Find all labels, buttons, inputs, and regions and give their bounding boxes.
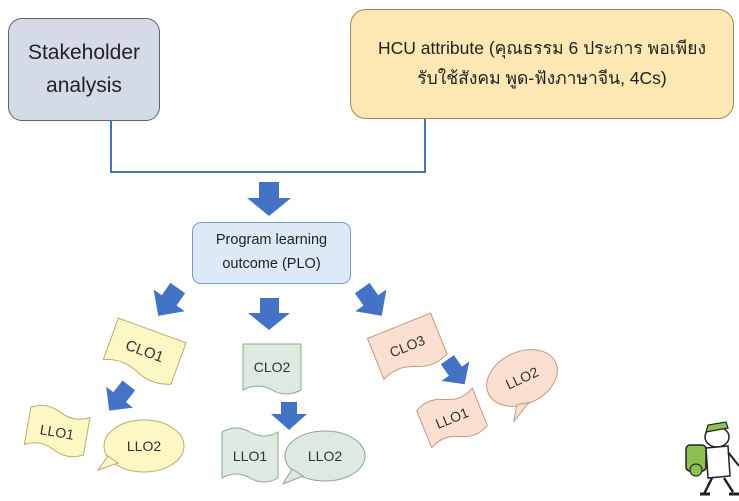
- clo3-llo1-card: LLO1: [416, 387, 488, 449]
- hcu-line1: HCU attribute (คุณธรรม 6 ประการ พอเพียง: [377, 38, 707, 59]
- clo1-card: CLO1: [102, 317, 187, 385]
- clo3-llo2-bubble: LLO2: [486, 349, 558, 422]
- arrow-to-clo1: [153, 282, 186, 316]
- arrow-to-clo3: [354, 282, 387, 316]
- stakeholder-line1: Stakeholder: [27, 40, 141, 64]
- arrow-down-to-plo: [247, 182, 291, 216]
- stakeholder-analysis-box: Stakeholder analysis: [8, 18, 160, 121]
- clo2-label: CLO2: [254, 359, 291, 375]
- arrow-to-clo2: [248, 298, 290, 330]
- clo3-card: CLO3: [366, 312, 448, 381]
- hcu-line2: รับใช้สังคม พูด-ฟังภาษาจีน, 4Cs): [417, 68, 667, 88]
- hiker-mascot-icon: [685, 421, 739, 496]
- clo1-llo2-bubble: LLO2: [96, 419, 185, 473]
- arrow-clo1-to-llo: [106, 380, 136, 411]
- clo2-llo2-bubble: LLO2: [281, 430, 366, 486]
- clo2-llo1-card: LLO1: [221, 427, 279, 483]
- plo-line2: outcome (PLO): [222, 256, 321, 272]
- arrow-clo2-to-llo: [271, 402, 307, 430]
- connector-line: [110, 119, 426, 173]
- stakeholder-line2: analysis: [46, 73, 122, 97]
- clo2-llo2-label: LLO2: [308, 448, 342, 464]
- clo2-card: CLO2: [242, 343, 302, 395]
- clo1-llo1-card: LLO1: [23, 404, 91, 458]
- plo-line1: Program learning: [215, 232, 328, 249]
- clo1-llo1-label: LLO1: [39, 421, 76, 443]
- clo2-llo1-label: LLO1: [233, 448, 267, 464]
- plo-box: Program learning outcome (PLO): [192, 222, 351, 284]
- hcu-attribute-box: HCU attribute (คุณธรรม 6 ประการ พอเพียง …: [350, 9, 734, 119]
- arrow-clo3-to-llo: [440, 355, 470, 385]
- clo1-llo2-label: LLO2: [127, 438, 161, 454]
